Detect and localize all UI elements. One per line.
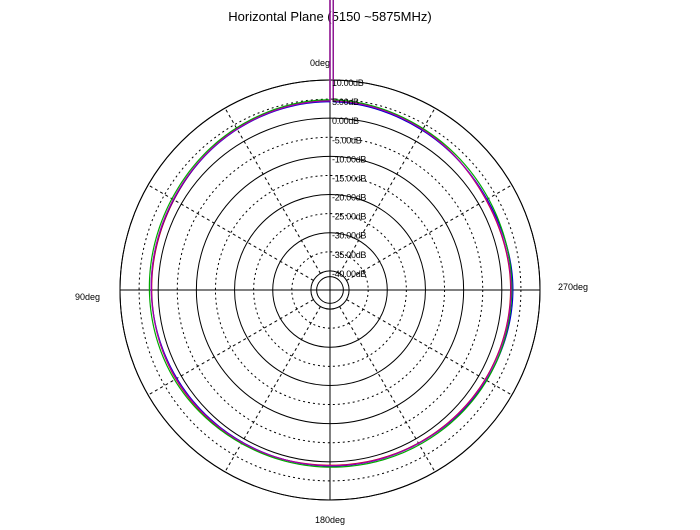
polar-series [148,0,514,468]
radial-tick-label: -5.00dB [332,135,362,145]
radial-tick-label: -20.00dB [332,193,366,203]
polar-grid [119,79,541,501]
grid-spoke [224,306,321,473]
radial-tick-label: -35.00dB [332,250,366,260]
series-line-3 [148,0,513,468]
grid-spoke [339,306,436,473]
radial-tick-labels: 10.00dB 5.00dB 0.00dB -5.00dB -10.00dB -15.00… [332,78,367,279]
radial-tick-label: -15.00dB [332,173,366,183]
grid-spoke [346,184,513,281]
direction-label-bottom: 180deg [315,515,345,525]
radial-tick-label: 0.00dB [332,116,359,126]
radial-tick-label: -40.00dB [332,269,366,279]
grid-spoke [147,184,314,281]
grid-spoke [147,299,314,396]
radial-tick-label: -30.00dB [332,231,366,241]
radial-tick-label: 5.00dB [332,97,359,107]
grid-spoke [339,107,436,274]
grid-spoke [346,299,513,396]
radial-tick-label: -10.00dB [332,154,366,164]
radial-tick-label: 10.00dB [332,78,364,88]
direction-label-left: 90deg [75,292,100,302]
radial-tick-label: -25.00dB [332,212,366,222]
series-line-4 [150,0,512,467]
direction-label-right: 270deg [558,282,588,292]
grid-spoke [224,107,321,274]
direction-label-top: 0deg [310,58,330,68]
